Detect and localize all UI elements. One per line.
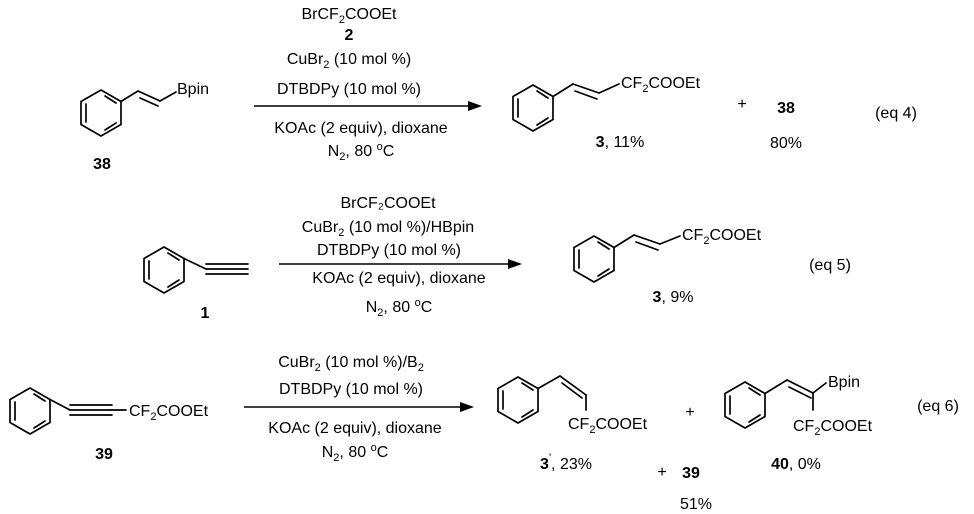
product-3-structure <box>573 234 681 283</box>
ligand-dtbdpy: DTBDPy (10 mol %) <box>277 81 421 98</box>
recovered-39-label: 39 <box>682 465 700 482</box>
plus-sign: + <box>737 96 746 113</box>
base-solvent: KOAc (2 equiv), dioxane <box>268 420 442 437</box>
product2-cf2cooet-group: CF2COOEt <box>793 418 873 438</box>
atmosphere-temperature: N2, 80 oC <box>322 442 389 464</box>
base-solvent: KOAc (2 equiv), dioxane <box>274 120 448 137</box>
product-3-structure <box>512 83 620 132</box>
product-cf2cooet-group: CF2COOEt <box>621 75 701 95</box>
atmosphere-temperature: N2, 80 oC <box>366 297 433 319</box>
product-3-prime-structure <box>497 375 587 424</box>
atmosphere-temperature: N2, 80 oC <box>328 141 395 163</box>
product-3-yield: 3, 9% <box>653 289 694 306</box>
base-solvent: KOAc (2 equiv), dioxane <box>312 270 486 287</box>
arrowhead-eq4 <box>468 101 482 111</box>
equation-tag-6: (eq 6) <box>917 398 959 415</box>
sm-cf2cooet-group: CF2COOEt <box>129 403 209 423</box>
catalyst-cubr2-hbpin: CuBr2 (10 mol %)/HBpin <box>302 219 474 239</box>
recovered-39-yield: 51% <box>680 496 712 513</box>
plus-sign-1: + <box>685 404 694 421</box>
catalyst-cubr2-b2pin2: CuBr2 (10 mol %)/B2 <box>278 354 424 374</box>
recovered-38-label: 38 <box>777 100 795 117</box>
product-3-yield: 3, 11% <box>596 134 645 151</box>
bpin-group-label: Bpin <box>177 81 209 98</box>
product2-bpin-group: Bpin <box>828 374 860 391</box>
eq6: CF2COOEt 39 CuBr2 (10 mol %)/B2 DTBDPy (… <box>9 354 959 513</box>
alkyne-39-structure <box>9 387 127 435</box>
catalyst-cubr2: CuBr2 (10 mol %) <box>287 51 411 71</box>
eq5: 1 BrCF₂COOEt CuBr2 (10 mol %)/HBpin DTBD… <box>143 195 851 322</box>
plus-sign-2: + <box>657 464 666 481</box>
reagent-brcf2cooet: BrCF2COOEt <box>301 6 397 26</box>
styryl-bpin-structure <box>80 89 177 137</box>
equation-tag-5: (eq 5) <box>809 257 851 274</box>
product-cf2cooet-group: CF2COOEt <box>682 227 762 247</box>
product-3-prime-yield: 3', 23% <box>540 452 592 473</box>
equation-tag-4: (eq 4) <box>875 105 917 122</box>
compound-label-1: 1 <box>201 305 210 322</box>
reagent-number-2: 2 <box>345 27 354 44</box>
phenylacetylene-structure <box>143 246 249 294</box>
ligand-dtbdpy: DTBDPy (10 mol %) <box>317 242 461 259</box>
product-40-yield: 40, 0% <box>771 456 821 473</box>
arrowhead-eq5 <box>508 259 522 269</box>
product1-cf2cooet-group: CF2COOEt <box>568 416 648 436</box>
reagent-brcf2cooet: BrCF₂COOEt <box>340 195 436 212</box>
compound-label-38: 38 <box>93 156 111 173</box>
arrowhead-eq6 <box>460 402 474 412</box>
compound-label-39: 39 <box>95 446 113 463</box>
ligand-dtbdpy: DTBDPy (10 mol %) <box>279 381 423 398</box>
eq4: Bpin 38 BrCF2COOEt 2 CuBr2 (10 mol %) DT… <box>80 6 917 173</box>
product-40-structure <box>724 379 827 429</box>
recovered-38-yield: 80% <box>770 135 802 152</box>
